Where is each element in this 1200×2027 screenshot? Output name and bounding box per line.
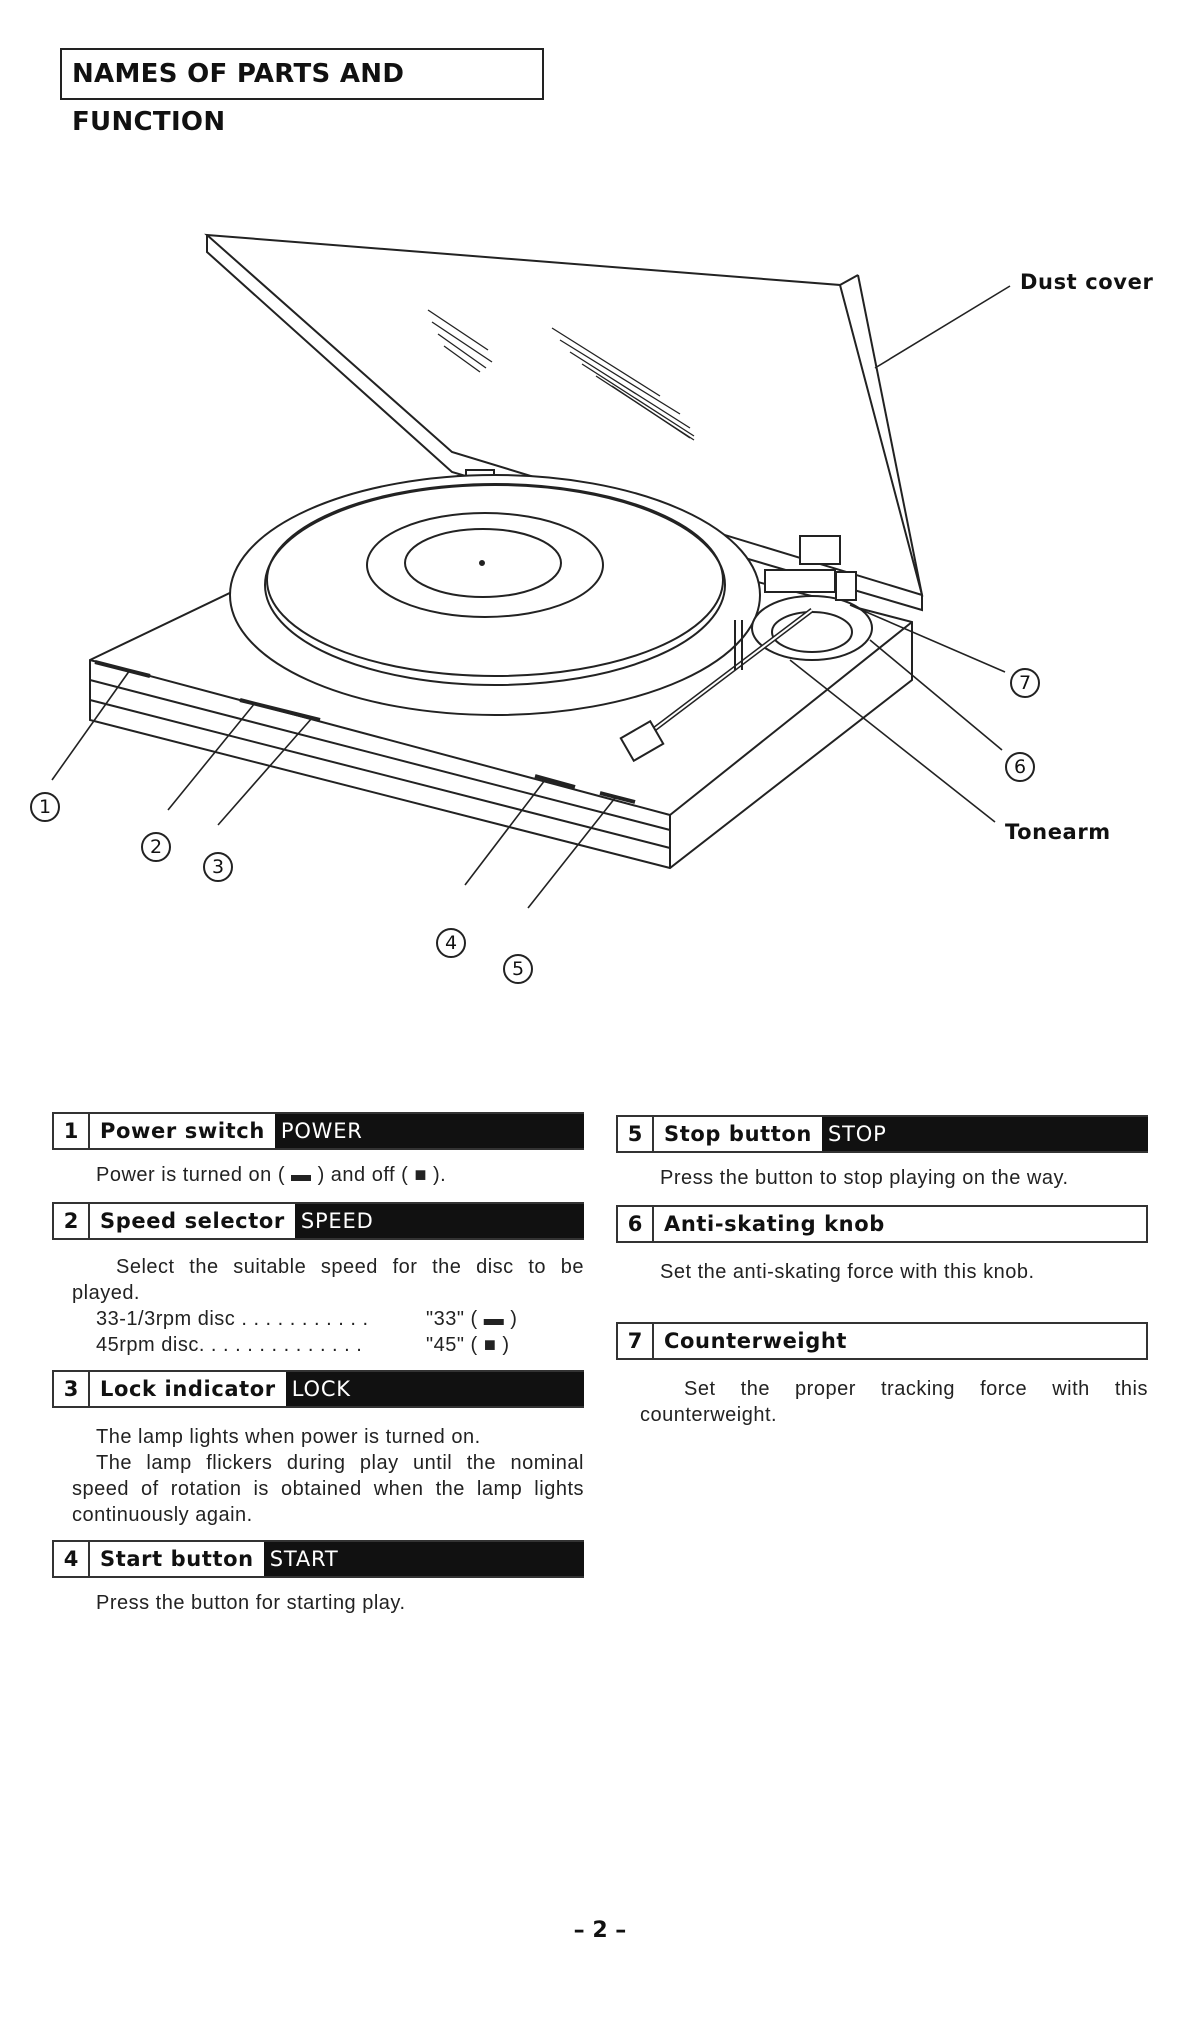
speed-description: Select the suitable speed for the disc t… xyxy=(72,1256,584,1304)
section-name: Power switch xyxy=(100,1119,265,1143)
section-header: 2 Speed selector SPEED xyxy=(52,1202,584,1240)
callout-number-7: 7 xyxy=(1010,668,1040,698)
callout-number-6: 6 xyxy=(1005,752,1035,782)
section-number: 2 xyxy=(54,1204,90,1238)
section-text: Set the proper tracking force with this … xyxy=(640,1378,1148,1426)
speed-value: "45" ( ■ ) xyxy=(426,1334,510,1356)
section-anti-skating-knob: 6 Anti-skating knob Set the anti-skating… xyxy=(616,1205,1148,1285)
leader-lines xyxy=(51,285,1011,909)
dust-cover-label: Dust cover xyxy=(1020,270,1154,294)
dust-cover-drawing xyxy=(204,233,924,612)
section-number: 1 xyxy=(54,1114,90,1148)
tonearm-drawing xyxy=(619,569,873,763)
speed-value: "33" ( ▬ ) xyxy=(426,1308,518,1330)
section-counterweight: 7 Counterweight Set the proper tracking … xyxy=(616,1322,1148,1428)
speed-row: 33-1/3rpm disc . . . . . . . . . . . "33… xyxy=(52,1306,584,1332)
section-start-button: 4 Start button START Press the button fo… xyxy=(52,1540,584,1616)
callout-number-5: 5 xyxy=(503,954,533,984)
section-text: Set the anti-skating force with this kno… xyxy=(660,1261,1035,1283)
section-speed-selector: 2 Speed selector SPEED Select the suitab… xyxy=(52,1202,584,1358)
section-header: 7 Counterweight xyxy=(616,1322,1148,1360)
section-name: Speed selector xyxy=(100,1209,285,1233)
section-tag: POWER xyxy=(274,1114,584,1148)
section-text: The lamp lights when power is turned on.… xyxy=(52,1424,584,1528)
callout-number-4: 4 xyxy=(436,928,466,958)
section-number: 3 xyxy=(54,1372,90,1406)
section-name: Lock indicator xyxy=(100,1377,276,1401)
section-header: 5 Stop button STOP xyxy=(616,1115,1148,1153)
section-number: 5 xyxy=(618,1117,654,1151)
section-tag: STOP xyxy=(821,1117,1148,1151)
tonearm-label: Tonearm xyxy=(1005,820,1111,844)
speed-disc: 33-1/3rpm disc . . . . . . . . . . . xyxy=(96,1308,369,1330)
section-text: Press the button to stop playing on the … xyxy=(660,1167,1069,1189)
section-name: Stop button xyxy=(664,1122,812,1146)
section-header: 3 Lock indicator LOCK xyxy=(52,1370,584,1408)
section-stop-button: 5 Stop button STOP Press the button to s… xyxy=(616,1115,1148,1191)
section-name: Counterweight xyxy=(664,1329,848,1353)
section-name: Start button xyxy=(100,1547,254,1571)
section-number: 6 xyxy=(618,1207,654,1241)
page-title: NAMES OF PARTS AND FUNCTION xyxy=(60,48,544,137)
speed-disc: 45rpm disc. . . . . . . . . . . . . . xyxy=(96,1334,363,1356)
section-tag: SPEED xyxy=(294,1204,584,1238)
page-number: – 2 – xyxy=(573,1918,627,1943)
callout-number-1: 1 xyxy=(30,792,60,822)
callout-number-2: 2 xyxy=(141,832,171,862)
section-name: Anti-skating knob xyxy=(664,1212,885,1236)
lock-text-1: The lamp lights when power is turned on. xyxy=(96,1426,481,1448)
turntable-illustration xyxy=(51,233,1011,909)
section-number: 4 xyxy=(54,1542,90,1576)
callout-number-3: 3 xyxy=(203,852,233,882)
section-text: Select the suitable speed for the disc t… xyxy=(52,1254,584,1358)
section-tag: START xyxy=(263,1542,584,1576)
section-text: Power is turned on ( ▬ ) and off ( ■ ). xyxy=(96,1164,447,1186)
lock-text-2: The lamp flickers during play until the … xyxy=(72,1452,584,1526)
section-lock-indicator: 3 Lock indicator LOCK The lamp lights wh… xyxy=(52,1370,584,1528)
platter-drawing xyxy=(229,474,761,716)
section-text: Press the button for starting play. xyxy=(96,1592,406,1614)
speed-row: 45rpm disc. . . . . . . . . . . . . . "4… xyxy=(52,1332,584,1358)
section-header: 1 Power switch POWER xyxy=(52,1112,584,1150)
section-header: 4 Start button START xyxy=(52,1540,584,1578)
section-tag: LOCK xyxy=(285,1372,584,1406)
section-number: 7 xyxy=(618,1324,654,1358)
section-header: 6 Anti-skating knob xyxy=(616,1205,1148,1243)
section-power-switch: 1 Power switch POWER Power is turned on … xyxy=(52,1112,584,1188)
